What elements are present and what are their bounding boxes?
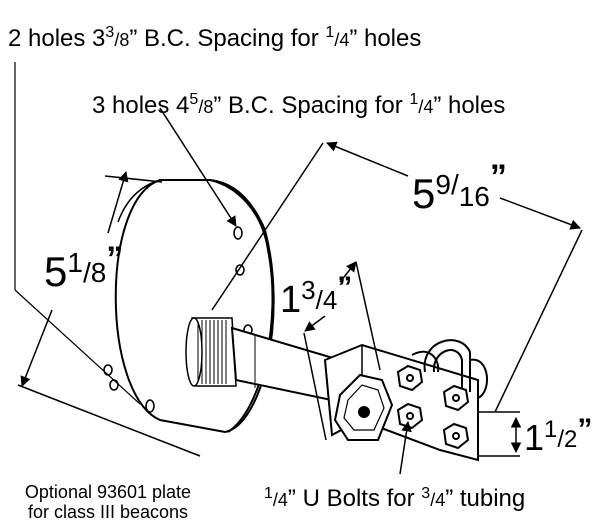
ext-length-right [494,229,583,413]
dim-length-arrow-a [326,141,409,177]
leader-three-holes [159,107,237,227]
ext-diameter-top [104,175,163,183]
note-u-bolts: 1/4” U Bolts for 3/4” tubing [264,485,525,512]
dim-length-arrow-b [499,197,581,230]
hole-bottom [145,399,155,413]
hole-right [235,264,245,276]
dim-diameter-label: 51/8” [44,240,123,295]
nut-bottom-right [442,422,470,450]
hole-top [233,226,243,240]
dimension-lines [14,62,583,475]
dim-diameter-arrow-a [107,170,129,234]
mounting-holes [103,226,253,413]
plate-front-face [209,179,274,433]
mounting-plate [114,179,275,434]
dim-offset-arrow-b [339,261,357,283]
dim-diameter-arrow-b [20,309,53,387]
hole-left-1 [103,364,113,376]
dim-offset-label: 13/4” [280,271,352,321]
nut-top-right [442,384,470,412]
nut-top-left [396,364,424,392]
ext-offset-a [303,332,327,441]
u-bolts [411,339,489,399]
callout-two-holes: 2 holes 33/8” B.C. Spacing for 1/4” hole… [8,24,421,52]
ext-length-left [211,142,324,311]
hex-nut [333,373,394,441]
hole-left-2 [109,379,119,391]
dim-offset-arrow-a [304,315,326,332]
ext-offset-b [355,261,381,371]
note-optional-plate-line2: for class III beacons [28,502,188,522]
dim-length-label: 59/16” [412,158,507,217]
ext-diameter-bottom [17,384,201,457]
leader-u-bolts [399,420,412,475]
leader-two-holes-diag [14,289,141,405]
threaded-collar [185,317,237,387]
note-optional-plate-line1: Optional 93601 plate [25,482,191,502]
callout-three-holes: 3 holes 45/8” B.C. Spacing for 1/4” hole… [92,91,505,119]
dim-height-label: 11/2” [524,413,592,458]
